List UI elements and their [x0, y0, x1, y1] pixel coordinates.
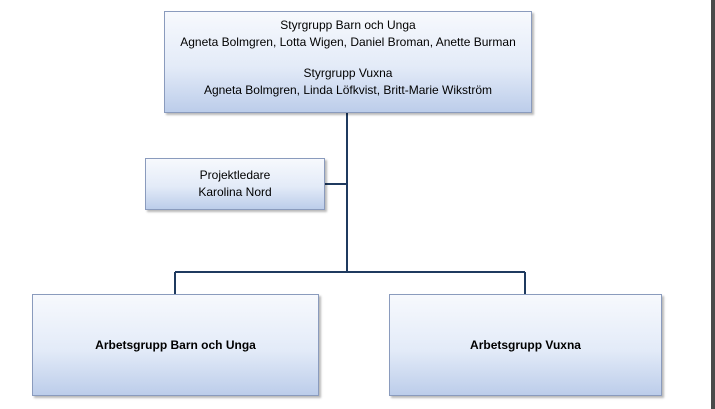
steering-groups-box: Styrgrupp Barn och Unga Agneta Bolmgren,…	[164, 11, 532, 113]
project-lead-role: Projektledare	[199, 168, 271, 182]
work-group-children-box: Arbetsgrupp Barn och Unga	[32, 294, 319, 396]
window-right-edge	[711, 0, 715, 409]
work-group-adults-label: Arbetsgrupp Vuxna	[470, 337, 581, 352]
project-lead-name: Karolina Nord	[198, 185, 272, 199]
work-group-children-label: Arbetsgrupp Barn och Unga	[95, 337, 256, 352]
project-lead-box: Projektledare Karolina Nord	[145, 158, 325, 210]
steering-group-children-members: Agneta Bolmgren, Lotta Wigen, Daniel Bro…	[180, 35, 516, 49]
work-group-adults-box: Arbetsgrupp Vuxna	[389, 294, 662, 396]
steering-group-adults-members: Agneta Bolmgren, Linda Löfkvist, Britt-M…	[203, 83, 493, 97]
steering-group-adults-title: Styrgrupp Vuxna	[303, 66, 393, 80]
steering-group-children-title: Styrgrupp Barn och Unga	[280, 18, 416, 32]
